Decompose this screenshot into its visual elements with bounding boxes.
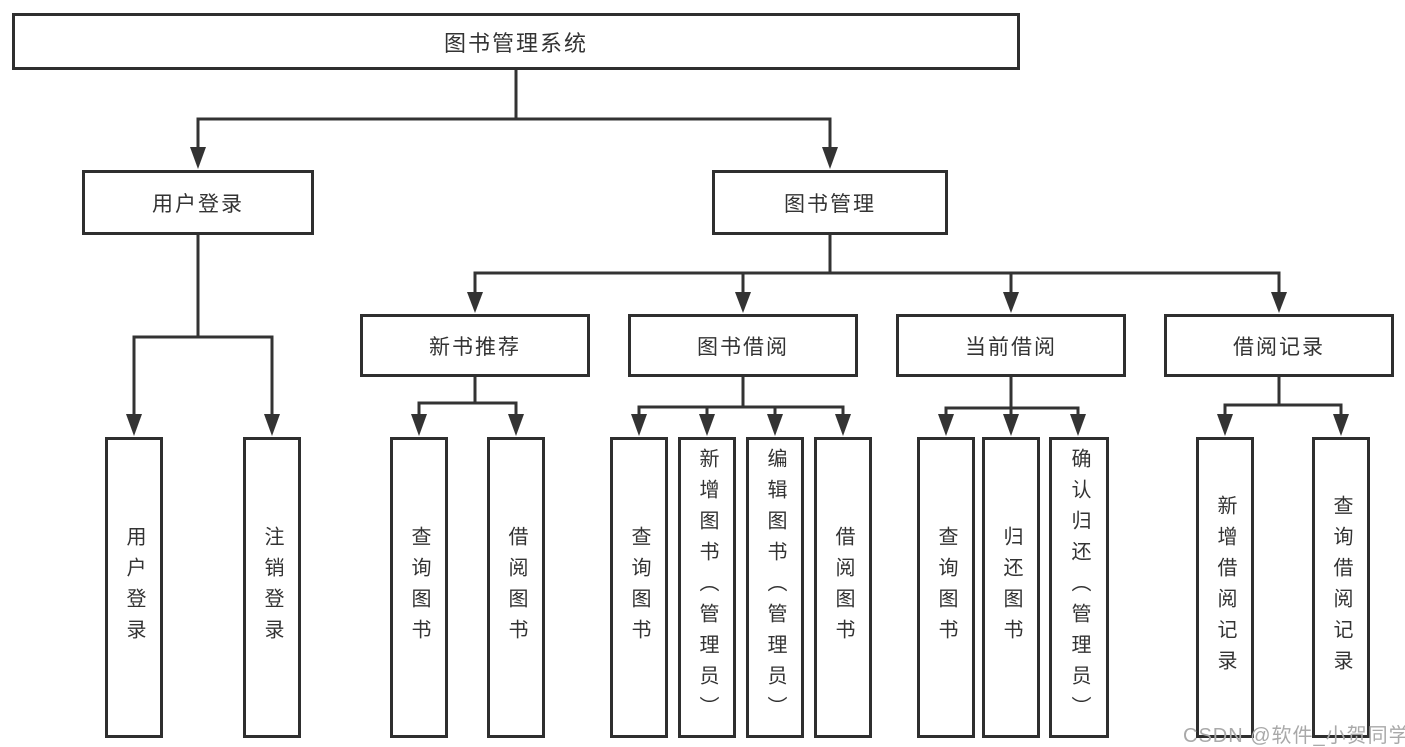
node-return-books: 归还图书 bbox=[982, 437, 1040, 738]
csdn-watermark: CSDN @软件_小贺同学 bbox=[1183, 725, 1405, 747]
node-label: 当前借阅 bbox=[965, 335, 1057, 359]
node-label: 用户登录 bbox=[123, 525, 145, 650]
node-add-borrow-record: 新增借阅记录 bbox=[1196, 437, 1254, 738]
node-add-books-admin: 新增图书（管理员） bbox=[678, 437, 736, 738]
node-label: 图书管理 bbox=[784, 192, 876, 216]
node-book-borrowing: 图书借阅 bbox=[628, 314, 858, 377]
node-label: 查询图书 bbox=[935, 525, 957, 650]
node-library-management-system: 图书管理系统 bbox=[12, 13, 1020, 70]
node-label: 借阅图书 bbox=[832, 525, 854, 650]
node-borrow-books-2: 借阅图书 bbox=[814, 437, 872, 738]
node-query-borrow-record: 查询借阅记录 bbox=[1312, 437, 1370, 738]
node-query-books-1: 查询图书 bbox=[390, 437, 448, 738]
node-user-login: 用户登录 bbox=[82, 170, 314, 235]
node-label: 图书管理系统 bbox=[443, 30, 588, 56]
node-label: 确认归还（管理员） bbox=[1068, 448, 1090, 727]
node-borrowing-records: 借阅记录 bbox=[1164, 314, 1394, 377]
node-label: 归还图书 bbox=[1000, 525, 1022, 650]
node-current-borrowing: 当前借阅 bbox=[896, 314, 1126, 377]
node-label: 新增图书（管理员） bbox=[696, 448, 718, 727]
node-edit-books-admin: 编辑图书（管理员） bbox=[746, 437, 804, 738]
node-new-book-recommendation: 新书推荐 bbox=[360, 314, 590, 377]
node-label: 用户登录 bbox=[152, 192, 244, 216]
node-label: 图书借阅 bbox=[697, 335, 789, 359]
node-borrow-books-1: 借阅图书 bbox=[487, 437, 545, 738]
node-query-books-3: 查询图书 bbox=[917, 437, 975, 738]
node-label: 借阅记录 bbox=[1233, 335, 1325, 359]
node-user-login-leaf: 用户登录 bbox=[105, 437, 163, 738]
node-label: 新书推荐 bbox=[429, 335, 521, 359]
node-confirm-return-admin: 确认归还（管理员） bbox=[1049, 437, 1109, 738]
node-label: 新增借阅记录 bbox=[1214, 494, 1236, 681]
node-label: 查询图书 bbox=[408, 525, 430, 650]
node-label: 借阅图书 bbox=[505, 525, 527, 650]
node-logout: 注销登录 bbox=[243, 437, 301, 738]
node-label: 查询借阅记录 bbox=[1330, 494, 1352, 681]
node-book-management: 图书管理 bbox=[712, 170, 948, 235]
node-query-books-2: 查询图书 bbox=[610, 437, 668, 738]
node-label: 编辑图书（管理员） bbox=[764, 448, 786, 727]
node-label: 注销登录 bbox=[261, 525, 283, 650]
node-label: 查询图书 bbox=[628, 525, 650, 650]
